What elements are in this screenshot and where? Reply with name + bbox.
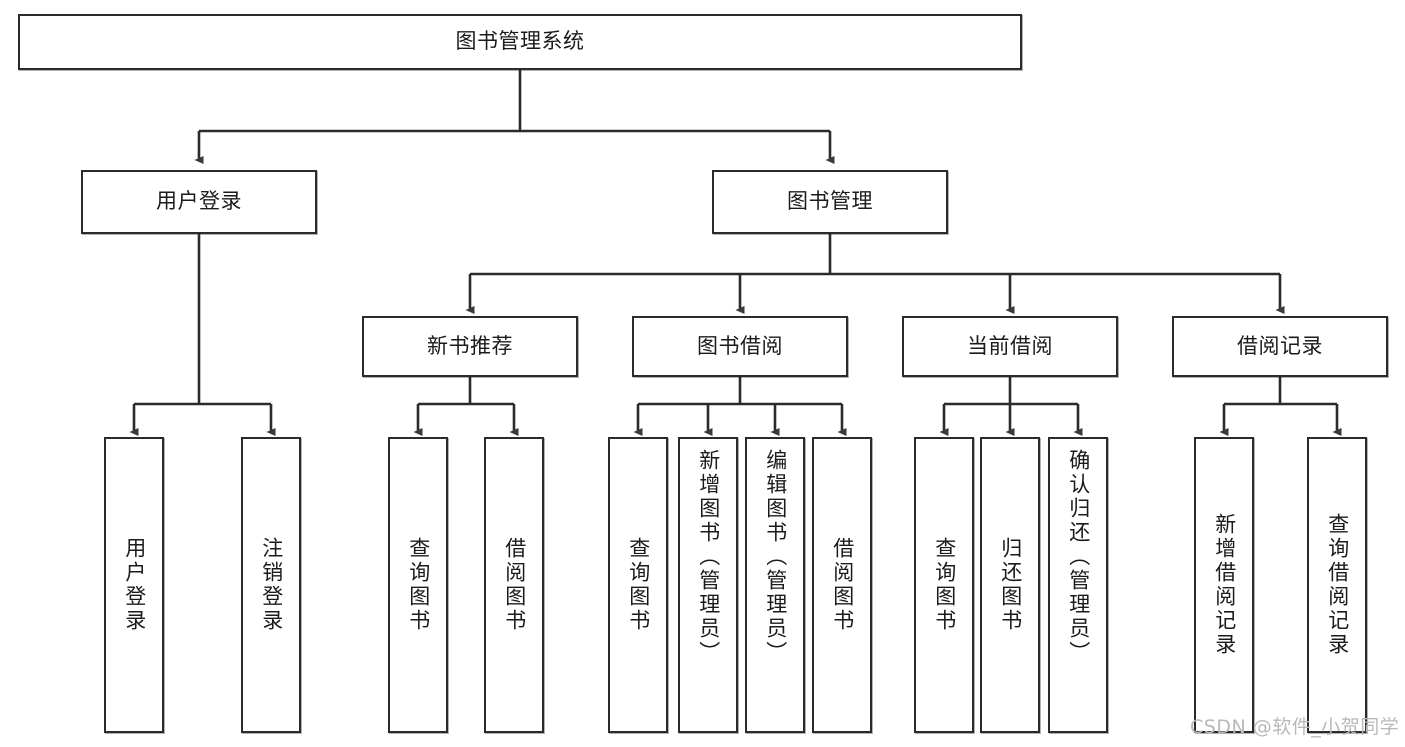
node-user-login[interactable]: 用户登录	[81, 170, 317, 234]
node-label: 查询图书	[626, 537, 651, 633]
node-leaf-borrow-add-book[interactable]: 新增图书（管理员）	[678, 437, 738, 733]
node-label: 图书借阅	[697, 333, 783, 358]
node-label: 注销登录	[259, 537, 284, 633]
node-label: 新书推荐	[427, 333, 513, 358]
node-label: 借阅记录	[1237, 333, 1323, 358]
node-label: 编辑图书（管理员）	[763, 449, 788, 665]
node-label: 当前借阅	[967, 333, 1053, 358]
node-label: 确认归还（管理员）	[1066, 449, 1091, 665]
node-current-borrow[interactable]: 当前借阅	[902, 316, 1118, 377]
node-leaf-borrow-borrow-book[interactable]: 借阅图书	[812, 437, 872, 733]
node-leaf-current-query-book[interactable]: 查询图书	[914, 437, 974, 733]
node-leaf-user-logout[interactable]: 注销登录	[241, 437, 301, 733]
node-label: 图书管理系统	[455, 29, 585, 54]
node-label: 查询图书	[406, 537, 431, 633]
node-label: 借阅图书	[502, 537, 527, 633]
node-borrow-record[interactable]: 借阅记录	[1172, 316, 1388, 377]
node-book-borrow[interactable]: 图书借阅	[632, 316, 848, 377]
node-label: 新增图书（管理员）	[696, 449, 721, 665]
node-leaf-record-query[interactable]: 查询借阅记录	[1307, 437, 1367, 733]
node-leaf-current-confirm-return[interactable]: 确认归还（管理员）	[1048, 437, 1108, 733]
node-label: 图书管理	[787, 189, 873, 214]
node-book-management[interactable]: 图书管理	[712, 170, 948, 234]
csdn-watermark: CSDN @软件_小贺同学	[1190, 716, 1400, 738]
node-label: 新增借阅记录	[1212, 513, 1237, 657]
node-label: 用户登录	[156, 189, 242, 214]
node-leaf-current-return-book[interactable]: 归还图书	[980, 437, 1040, 733]
node-leaf-user-login[interactable]: 用户登录	[104, 437, 164, 733]
node-leaf-borrow-edit-book[interactable]: 编辑图书（管理员）	[745, 437, 805, 733]
node-leaf-recommend-query-book[interactable]: 查询图书	[388, 437, 448, 733]
node-leaf-record-add[interactable]: 新增借阅记录	[1194, 437, 1254, 733]
node-root-system[interactable]: 图书管理系统	[18, 14, 1022, 70]
node-label: 查询图书	[932, 537, 957, 633]
node-label: 查询借阅记录	[1325, 513, 1350, 657]
node-leaf-recommend-borrow-book[interactable]: 借阅图书	[484, 437, 544, 733]
node-label: 归还图书	[998, 537, 1023, 633]
node-label: 用户登录	[122, 537, 147, 633]
node-label: 借阅图书	[830, 537, 855, 633]
node-leaf-borrow-query-book[interactable]: 查询图书	[608, 437, 668, 733]
node-new-book-recommend[interactable]: 新书推荐	[362, 316, 578, 377]
